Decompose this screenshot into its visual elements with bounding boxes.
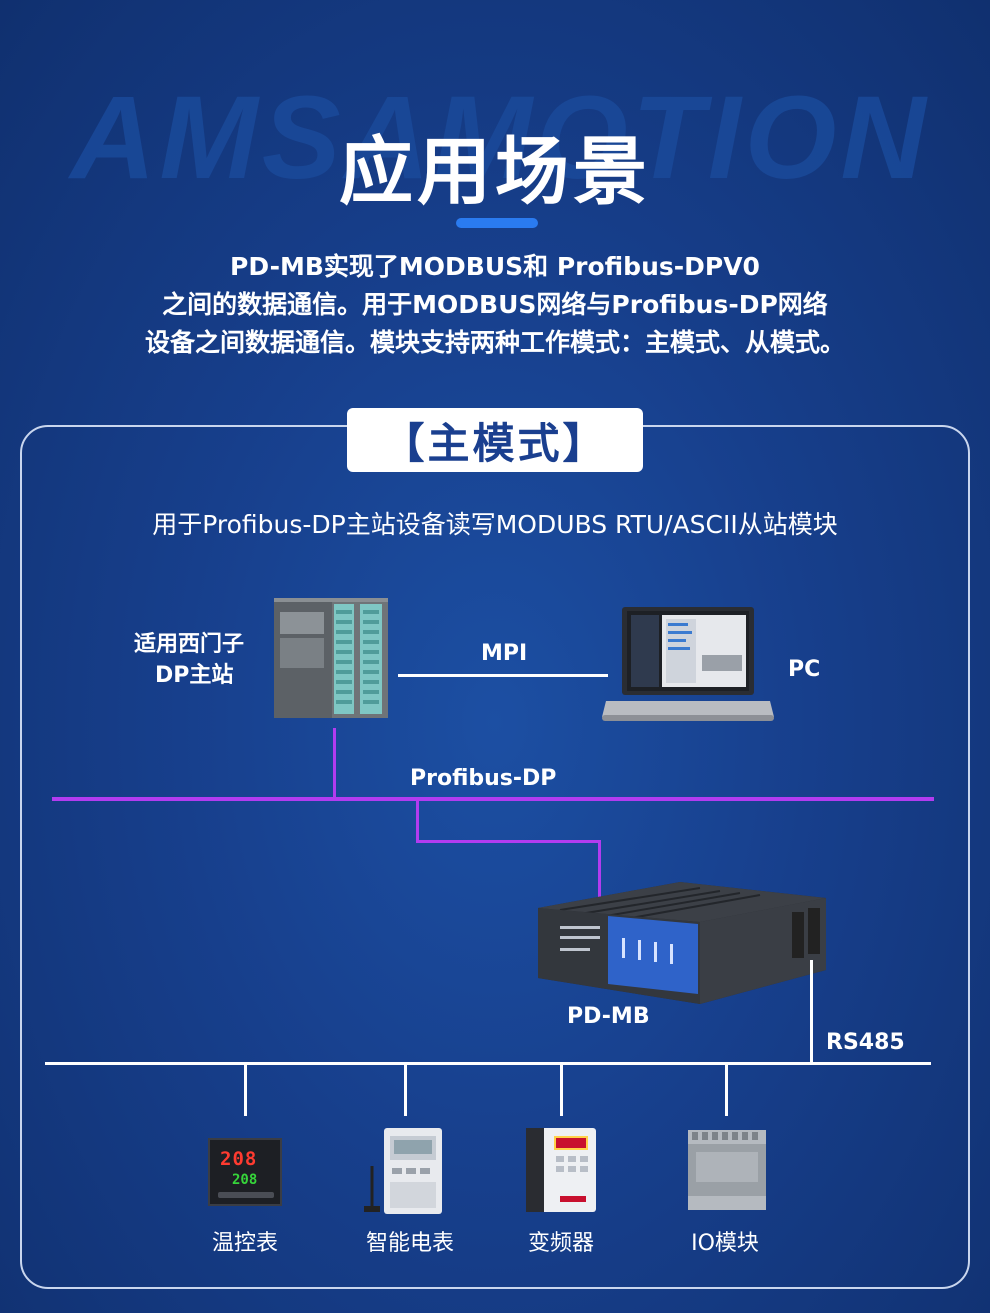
plc-profibus-drop-line — [333, 728, 336, 800]
profibus-dp-label: Profibus-DP — [410, 766, 557, 791]
pd-mb-label: PD-MB — [567, 1004, 650, 1029]
page-title: 应用场景 — [339, 129, 651, 215]
inverter-label: 变频器 — [527, 1231, 594, 1256]
temp-display-bottom: 208 — [232, 1172, 258, 1188]
title-underline — [456, 218, 538, 228]
rs485-drop-line — [810, 960, 813, 1064]
mpi-connection-line — [398, 674, 608, 677]
inverter-drop-line — [560, 1064, 563, 1116]
frequency-inverter-image — [526, 1128, 596, 1212]
plc-label-line-2: DP主站 — [155, 663, 234, 688]
energy-meter-label: 智能电表 — [365, 1231, 454, 1256]
temp-display-top: 208 — [220, 1148, 258, 1170]
pd-mb-gateway-image — [538, 882, 826, 1004]
mode-description: 用于Profibus-DP主站设备读写MODUBS RTU/ASCII从站模块 — [152, 510, 838, 539]
io-module-image — [688, 1130, 766, 1210]
io-module-drop-line — [725, 1064, 728, 1116]
temperature-controller-image: 208 208 — [208, 1138, 282, 1206]
siemens-plc-image — [274, 598, 388, 718]
pdmb-profibus-line-horizontal — [416, 840, 601, 843]
rs485-label: RS485 — [826, 1030, 905, 1055]
intro-line-2: 之间的数据通信。用于MODBUS网络与Profibus-DP网络 — [162, 290, 828, 319]
pc-label: PC — [788, 657, 821, 682]
energy-meter-drop-line — [404, 1064, 407, 1116]
laptop-pc-image — [602, 607, 774, 721]
io-module-label: IO模块 — [691, 1231, 759, 1256]
temp-controller-drop-line — [244, 1064, 247, 1116]
pdmb-profibus-line-vertical-2 — [598, 840, 601, 900]
brand-watermark: AMSAMOTION — [70, 72, 930, 204]
mode-tab-master: 【主模式】 — [347, 408, 643, 472]
intro-line-3: 设备之间数据通信。模块支持两种工作模式：主模式、从模式。 — [144, 328, 845, 357]
profibus-bus-line — [52, 797, 934, 801]
mpi-label: MPI — [481, 641, 528, 666]
temp-controller-buttons — [218, 1192, 274, 1198]
pdmb-profibus-line-vertical-1 — [416, 800, 419, 842]
intro-line-1: PD-MB实现了MODBUS和 Profibus-DPV0 — [230, 252, 760, 281]
temperature-controller-label: 温控表 — [211, 1231, 278, 1256]
mode-panel — [20, 425, 970, 1289]
plc-label-line-1: 适用西门子 — [134, 632, 245, 657]
intro-text: PD-MB实现了MODBUS和 Profibus-DPV0 之间的数据通信。用于… — [40, 248, 950, 362]
rs485-bus-line — [45, 1062, 931, 1065]
smart-energy-meter-image — [364, 1128, 442, 1214]
